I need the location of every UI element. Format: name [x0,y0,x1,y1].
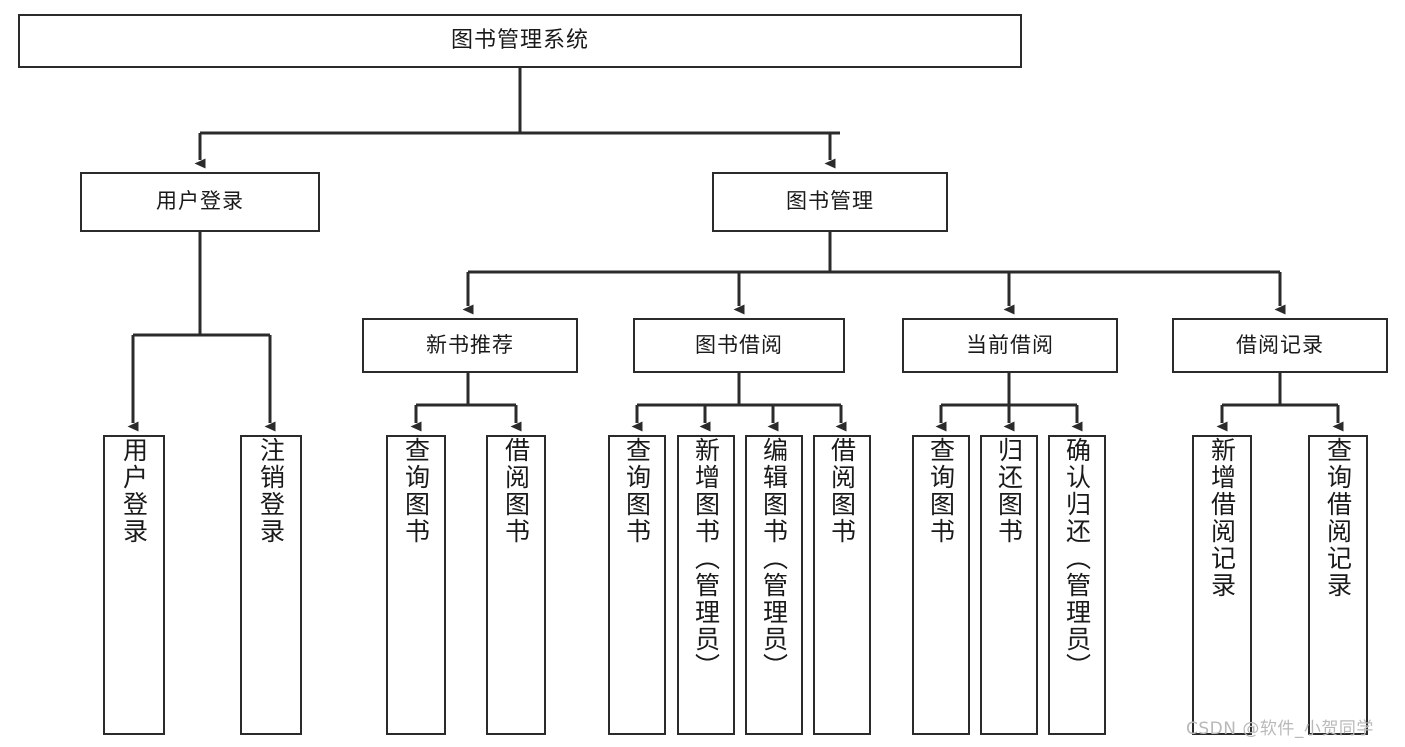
node-label: 归还图书 [994,437,1024,545]
node-leaf-query-borrow-record[interactable]: 查询借阅记录 [1308,435,1368,735]
node-leaf-borrow-book-recommend[interactable]: 借阅图书 [486,435,546,735]
node-leaf-add-book-admin[interactable]: 新增图书（管理员） [677,435,735,735]
node-leaf-query-book-current[interactable]: 查询图书 [912,435,970,735]
node-label: 新增借阅记录 [1207,437,1237,599]
node-user-login[interactable]: 用户登录 [80,172,320,232]
node-label: 图书管理 [786,189,874,214]
node-label: 图书管理系统 [450,27,589,53]
node-borrow-record[interactable]: 借阅记录 [1172,318,1388,373]
node-leaf-edit-book-admin[interactable]: 编辑图书（管理员） [745,435,803,735]
node-label: 借阅图书 [501,437,531,545]
node-label: 查询借阅记录 [1323,437,1353,599]
node-label: 查询图书 [926,437,956,545]
node-current-borrow[interactable]: 当前借阅 [902,318,1118,373]
node-label: 编辑图书（管理员） [759,437,789,680]
node-leaf-borrow-book[interactable]: 借阅图书 [813,435,871,735]
node-leaf-query-book-recommend[interactable]: 查询图书 [386,435,446,735]
node-label: 用户登录 [119,437,149,545]
node-leaf-query-book-borrow[interactable]: 查询图书 [608,435,666,735]
node-label: 当前借阅 [966,332,1054,357]
node-label: 新书推荐 [426,332,514,357]
node-label: 注销登录 [256,437,286,545]
csdn-watermark: CSDN @软件_小贺同学 [1186,719,1374,739]
node-leaf-user-login[interactable]: 用户登录 [103,435,165,735]
node-new-book-recommend[interactable]: 新书推荐 [362,318,578,373]
node-root-book-management-system[interactable]: 图书管理系统 [18,14,1022,68]
node-label: 查询图书 [401,437,431,545]
node-label: 新增图书（管理员） [691,437,721,680]
node-label: 借阅记录 [1236,332,1324,357]
node-leaf-logout-login[interactable]: 注销登录 [240,435,302,735]
node-book-management[interactable]: 图书管理 [712,172,948,232]
node-label: 查询图书 [622,437,652,545]
node-book-borrow[interactable]: 图书借阅 [633,318,845,373]
node-label: 用户登录 [156,189,244,214]
node-label: 确认归还（管理员） [1062,437,1092,680]
node-label: 借阅图书 [827,437,857,545]
node-leaf-add-borrow-record[interactable]: 新增借阅记录 [1192,435,1252,735]
node-label: 图书借阅 [695,332,783,357]
node-leaf-return-book[interactable]: 归还图书 [980,435,1038,735]
node-leaf-confirm-return-admin[interactable]: 确认归还（管理员） [1048,435,1106,735]
